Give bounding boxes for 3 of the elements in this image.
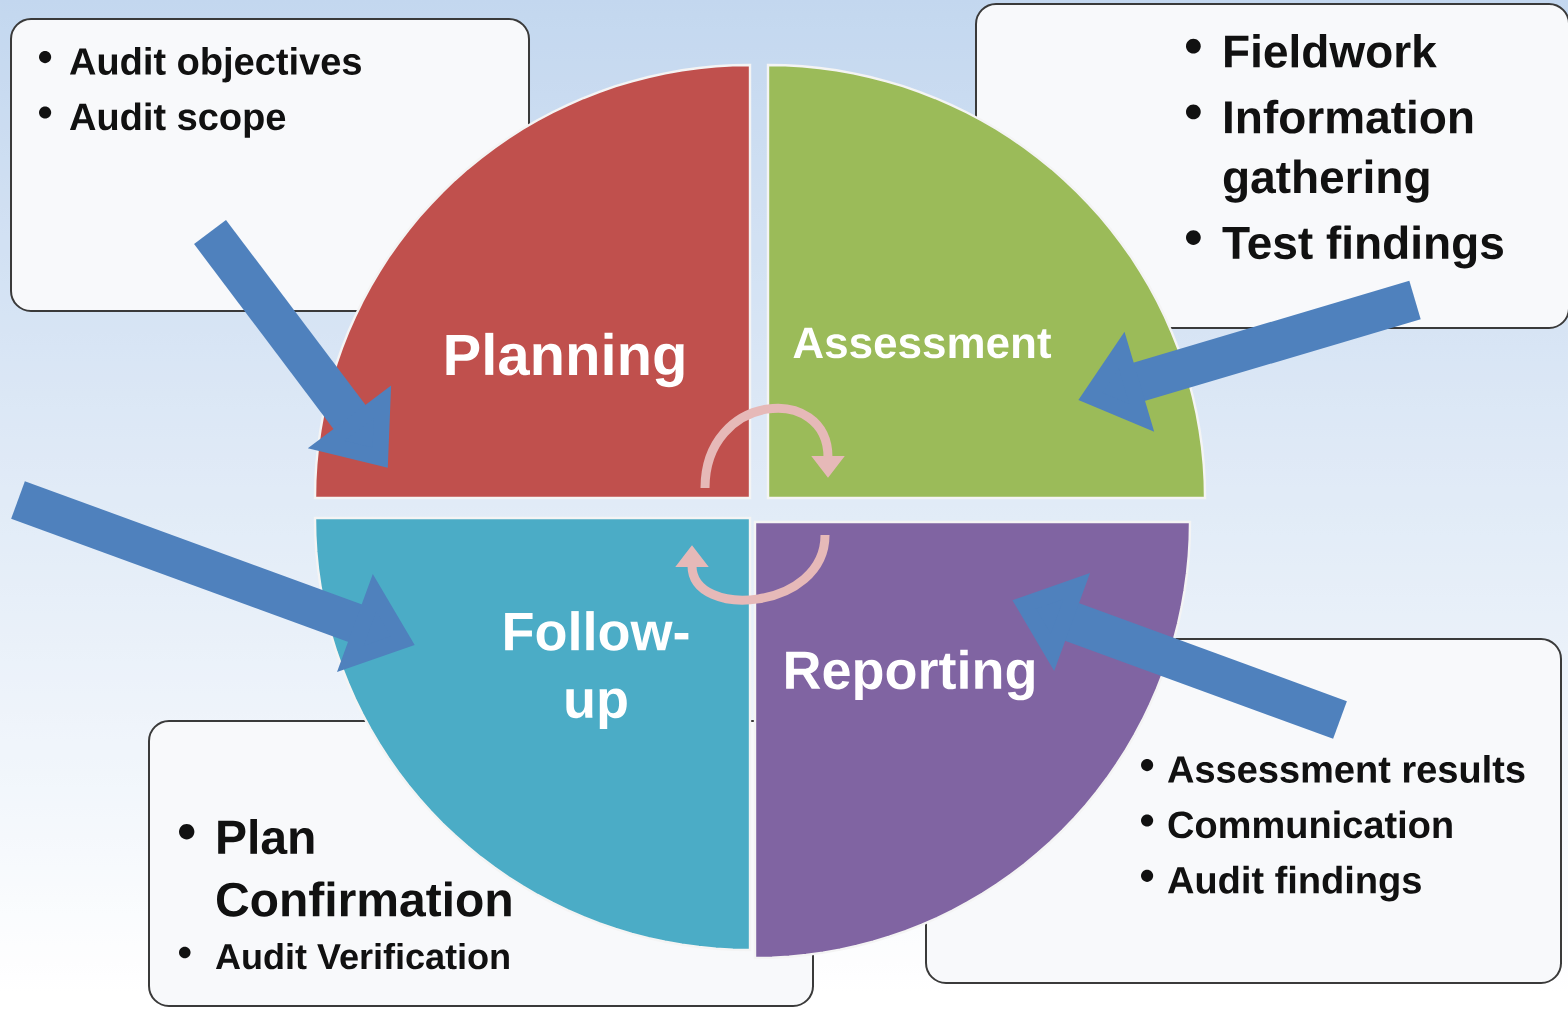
cycle-arrow xyxy=(700,404,845,489)
cycle-arrow xyxy=(675,534,830,605)
quadrant-segment: Assessment xyxy=(766,63,1207,500)
